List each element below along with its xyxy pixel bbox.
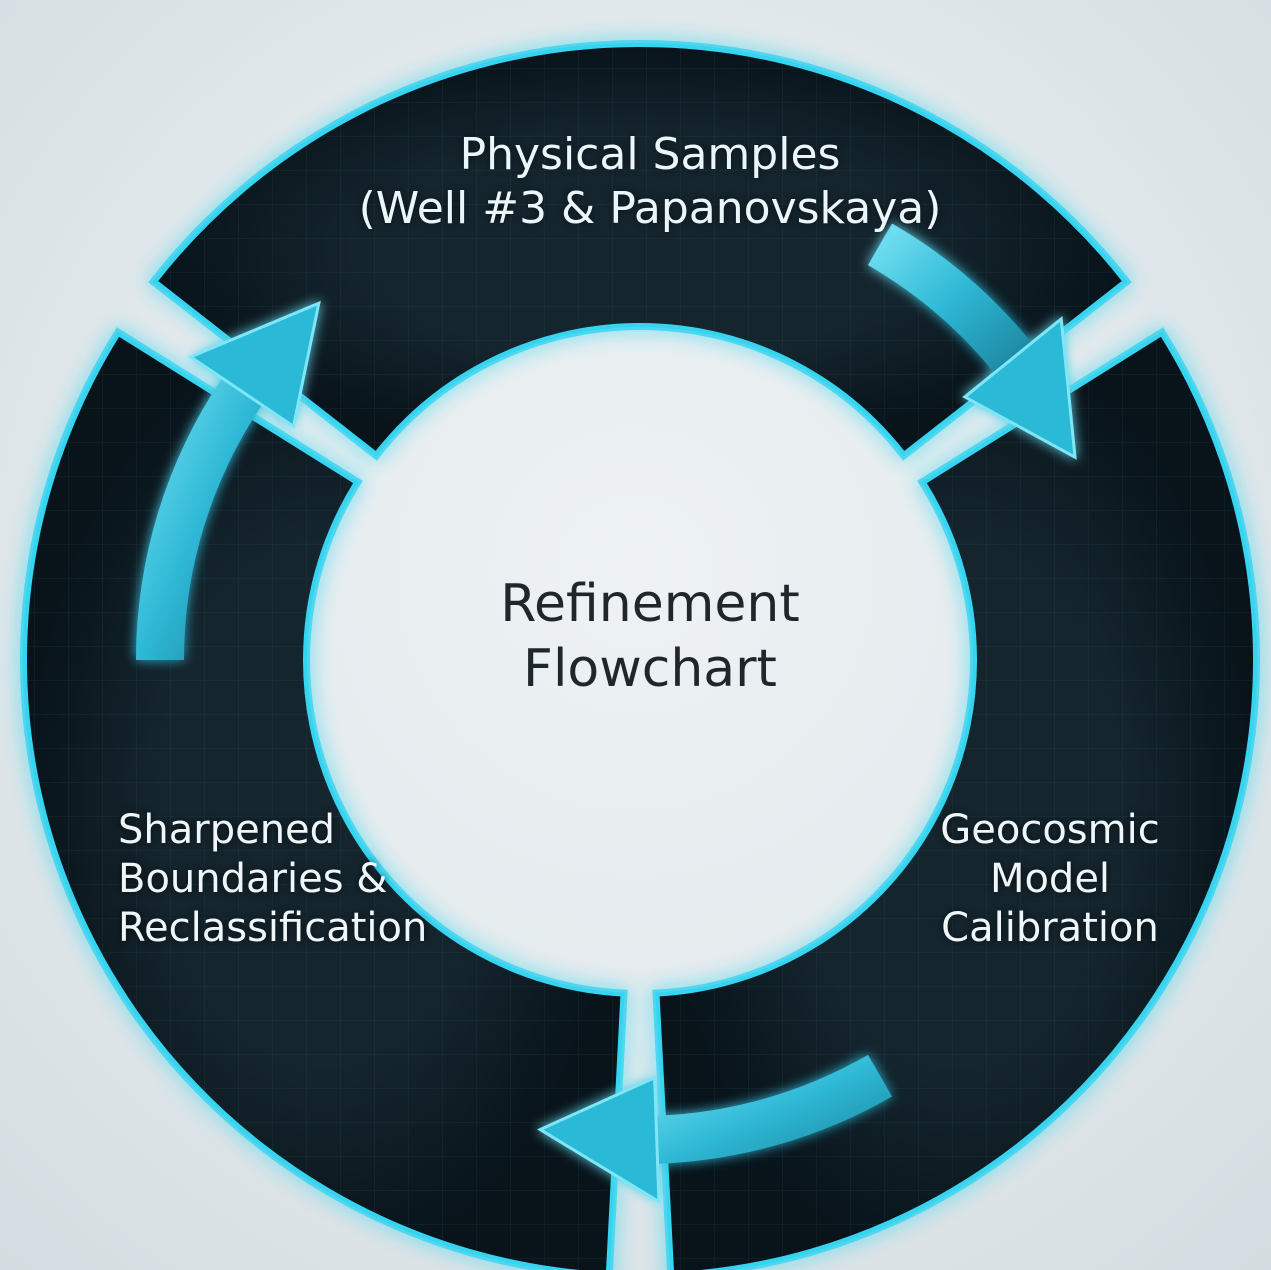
stage-label-line: Calibration <box>941 904 1159 951</box>
stage-label-line: Model <box>989 855 1111 902</box>
ring-segment-sharpened-boundaries <box>20 327 628 1270</box>
ring-segment-geocosmic-calibration <box>652 327 1260 1270</box>
cycle-arrow-icon <box>868 223 1077 460</box>
stage-label-line: Physical Samples <box>459 129 841 180</box>
cycle-arrow-icon <box>136 300 321 660</box>
stage-label-line: Geocosmic <box>940 807 1160 853</box>
stage-label-sharpened-boundaries: Sharpened Boundaries & Reclassification <box>118 806 478 952</box>
stage-label-line: Boundaries & <box>118 855 388 902</box>
stage-label-line: Sharpened <box>118 807 336 853</box>
cycle-arrow-icon <box>536 1054 892 1205</box>
center-title-line: Flowchart <box>523 639 777 699</box>
stage-label-line: (Well #3 & Papanovskaya) <box>358 182 942 234</box>
stage-label-geocosmic-calibration: Geocosmic Model Calibration <box>905 806 1195 952</box>
stage-label-physical-samples: Physical Samples (Well #3 & Papanovskaya… <box>285 128 1015 235</box>
ring-segment-physical-samples <box>148 40 1132 461</box>
center-title-line: Refinement <box>500 574 800 634</box>
center-title: Refinement Flowchart <box>435 572 865 702</box>
stage-label-line: Reclassification <box>118 904 428 951</box>
